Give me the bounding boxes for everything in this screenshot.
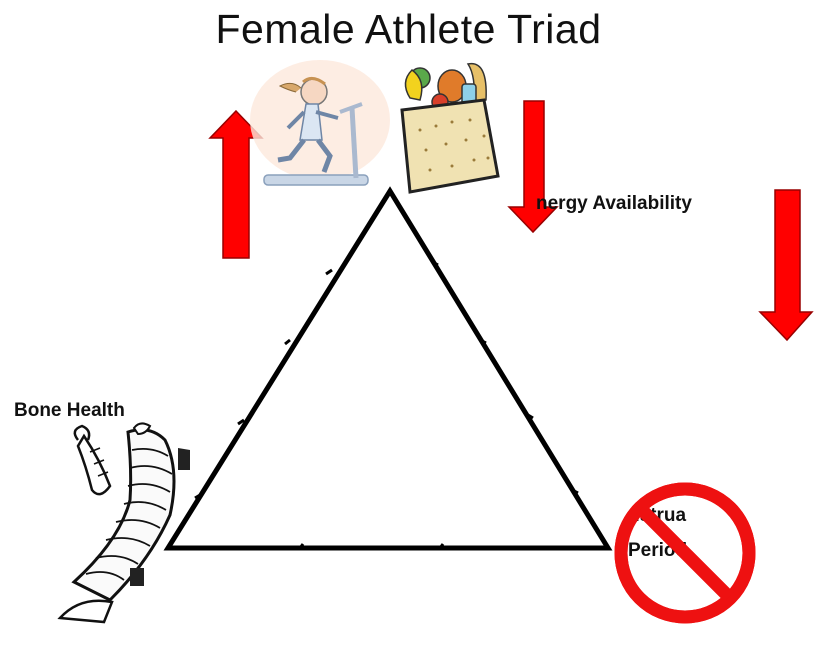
prohibited-sign-overlay [621, 489, 749, 617]
